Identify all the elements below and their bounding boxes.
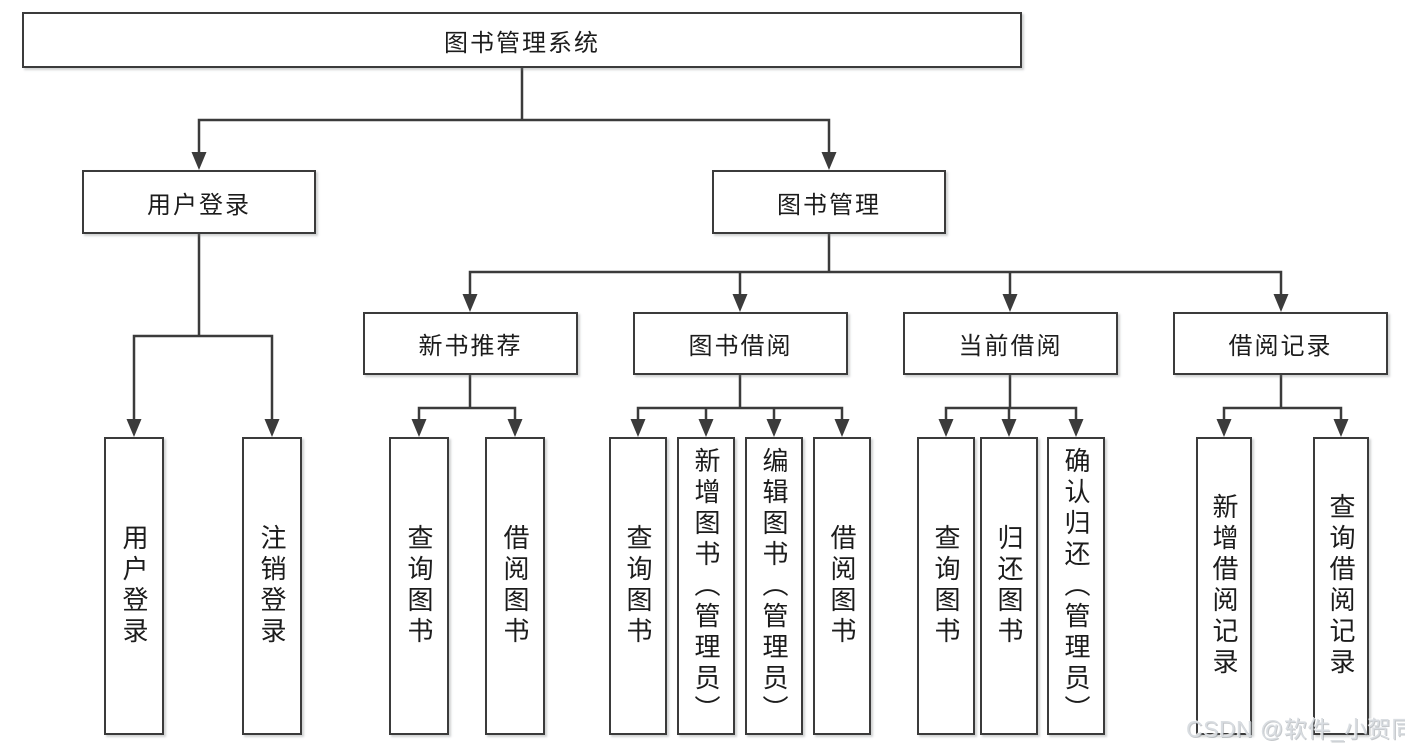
connector-arrowheads [126, 152, 1349, 437]
connector-lines [132, 68, 1343, 423]
leaf-nbr-borrow-books-label: 借阅图书 [500, 524, 530, 648]
leaf-cb-confirm-return-admin-label: 确认归还（管理员） [1061, 446, 1091, 726]
leaf-br-query-record: 查询借阅记录 [1313, 437, 1369, 735]
node-borrow-records-label: 借阅记录 [1228, 333, 1333, 360]
leaf-cb-query-books: 查询图书 [917, 437, 975, 735]
node-book-management-label: 图书管理 [777, 191, 881, 219]
arrowhead [1002, 294, 1018, 312]
node-new-book-recommend: 新书推荐 [363, 312, 578, 375]
arrowhead [938, 419, 954, 437]
node-book-borrow-label: 图书借阅 [688, 333, 793, 360]
node-book-management: 图书管理 [712, 170, 946, 234]
arrowhead [264, 419, 280, 437]
leaf-nbr-query-books: 查询图书 [389, 437, 449, 735]
arrowhead [1068, 419, 1084, 437]
leaf-bb-edit-books-admin: 编辑图书（管理员） [745, 437, 803, 735]
leaf-bb-edit-books-admin-label: 编辑图书（管理员） [759, 446, 789, 726]
arrowhead [732, 294, 748, 312]
connector-newbook-to-leaves [417, 375, 517, 423]
arrowhead [1216, 419, 1232, 437]
arrowhead [766, 419, 782, 437]
leaf-cb-query-books-label: 查询图书 [931, 524, 961, 648]
connector-userlogin-to-leaves [132, 234, 274, 423]
leaf-bb-add-books-admin: 新增图书（管理员） [677, 437, 735, 735]
arrowhead [834, 419, 850, 437]
leaf-logout-login-label: 注销登录 [257, 524, 287, 648]
arrowhead [126, 419, 142, 437]
node-root-system: 图书管理系统 [22, 12, 1022, 68]
connector-borrowrecords-to-leaves [1222, 375, 1343, 423]
csdn-watermark: CSDN @软件_小贺同学 [1186, 716, 1405, 742]
leaf-user-login: 用户登录 [104, 437, 164, 735]
leaf-cb-return-books: 归还图书 [980, 437, 1038, 735]
arrowhead [1333, 419, 1349, 437]
node-book-borrow: 图书借阅 [633, 312, 848, 375]
connector-currentborrow-to-leaves [944, 375, 1078, 423]
connector-bookmgmt-to-level3 [468, 234, 1283, 298]
leaf-bb-query-books-label: 查询图书 [623, 524, 653, 648]
leaf-nbr-borrow-books: 借阅图书 [485, 437, 545, 735]
leaf-br-add-record: 新增借阅记录 [1196, 437, 1252, 735]
leaf-bb-add-books-admin-label: 新增图书（管理员） [691, 446, 721, 726]
node-user-login-label: 用户登录 [147, 191, 251, 219]
arrowhead [411, 419, 427, 437]
arrowhead [1273, 294, 1289, 312]
leaf-cb-confirm-return-admin: 确认归还（管理员） [1047, 437, 1105, 735]
leaf-user-login-label: 用户登录 [119, 524, 149, 648]
leaf-bb-borrow-books-label: 借阅图书 [827, 524, 857, 648]
arrowhead [630, 419, 646, 437]
node-new-book-recommend-label: 新书推荐 [418, 333, 523, 360]
leaf-cb-return-books-label: 归还图书 [994, 524, 1024, 648]
leaf-br-query-record-label: 查询借阅记录 [1326, 493, 1356, 679]
arrowhead [1001, 419, 1017, 437]
node-current-borrow: 当前借阅 [903, 312, 1118, 375]
arrowhead [191, 152, 207, 170]
leaf-nbr-query-books-label: 查询图书 [404, 524, 434, 648]
leaf-bb-borrow-books: 借阅图书 [813, 437, 871, 735]
node-root-system-label: 图书管理系统 [444, 29, 600, 57]
leaf-bb-query-books: 查询图书 [609, 437, 667, 735]
leaf-br-add-record-label: 新增借阅记录 [1209, 493, 1239, 679]
connector-bookborrow-to-leaves [636, 375, 844, 423]
arrowhead [821, 152, 837, 170]
arrowhead [698, 419, 714, 437]
arrowhead [507, 419, 523, 437]
arrowhead [462, 294, 478, 312]
connector-root-to-level2 [197, 68, 831, 156]
node-user-login: 用户登录 [82, 170, 316, 234]
node-borrow-records: 借阅记录 [1173, 312, 1388, 375]
leaf-logout-login: 注销登录 [242, 437, 302, 735]
node-current-borrow-label: 当前借阅 [958, 333, 1063, 360]
